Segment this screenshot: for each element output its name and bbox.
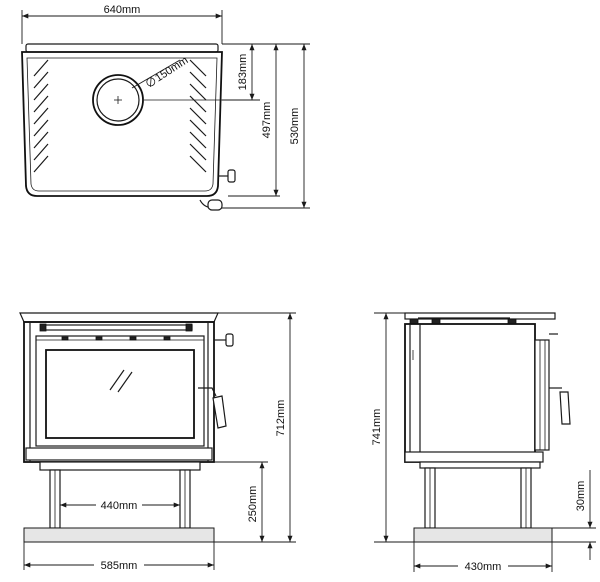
door-glass	[45, 349, 195, 439]
top-view-body	[21, 51, 223, 197]
leg-height-label: 250mm	[247, 486, 259, 523]
front-top-plate	[19, 312, 219, 323]
ash-handle-grip	[207, 199, 223, 211]
door-frame	[35, 335, 205, 447]
air-slider-left	[39, 323, 47, 332]
damper-knob	[227, 169, 236, 183]
leg-spacing-label: 440mm	[101, 500, 138, 512]
flue-collar-outer	[92, 74, 144, 126]
depth-label: 497mm	[261, 102, 273, 139]
flue-collar-inner	[96, 78, 140, 122]
side-top-plate	[404, 312, 556, 320]
side-pedestal-top	[419, 461, 541, 469]
pedestal-top	[39, 461, 201, 471]
front-view: 440mm 712mm 250mm 585mm	[19, 312, 296, 572]
side-door-handle	[559, 391, 571, 425]
front-body	[23, 321, 215, 463]
air-control-slot	[43, 324, 193, 331]
air-slider-right	[185, 323, 193, 332]
base-width-label: 585mm	[101, 560, 138, 572]
flue-offset-label: 183mm	[237, 54, 249, 91]
plinth-height-label: 30mm	[575, 481, 587, 512]
side-view: 741mm 430mm 30mm	[371, 312, 596, 573]
top-view-vents-right	[189, 59, 207, 173]
side-ash-lip	[404, 451, 544, 463]
ash-lip	[25, 447, 213, 461]
front-damper-knob	[225, 333, 234, 347]
top-view-rim	[25, 43, 219, 53]
side-body	[404, 323, 536, 463]
door-handle-stem	[198, 387, 217, 397]
front-height-label: 712mm	[275, 400, 287, 437]
door-handle-grip	[212, 395, 227, 429]
flue-diameter-leader	[131, 59, 181, 89]
top-view-inner-outline	[26, 57, 218, 192]
top-view: 150mm 640mm 183mm 497mm 530mm	[21, 4, 310, 211]
base-depth-label: 430mm	[465, 561, 502, 573]
side-height-label: 741mm	[371, 409, 383, 446]
top-view-vents-left	[33, 59, 49, 173]
overall-depth-label: 530mm	[289, 108, 301, 145]
flue-diameter-label: 150mm	[153, 54, 190, 84]
side-base-plate	[413, 527, 553, 543]
width-label: 640mm	[104, 4, 141, 16]
side-door-edge	[534, 339, 550, 451]
front-base-plate	[23, 527, 215, 543]
